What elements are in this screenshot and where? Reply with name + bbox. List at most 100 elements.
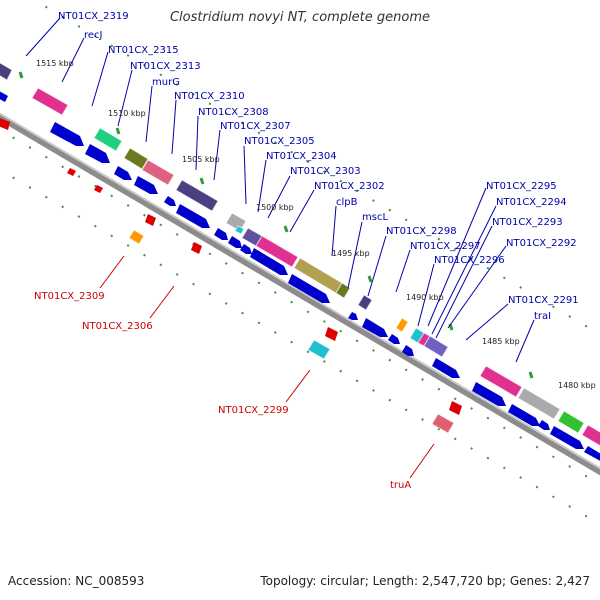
gene-block-23[interactable] xyxy=(307,339,331,360)
scale-tick xyxy=(283,225,289,233)
cds-arrow[interactable] xyxy=(288,274,330,303)
rna-marker[interactable] xyxy=(191,242,202,254)
accession-label: Accession: xyxy=(8,574,72,588)
gene-block-21[interactable] xyxy=(581,424,600,448)
cds-arrow[interactable] xyxy=(362,318,388,337)
cds-arrow[interactable] xyxy=(0,86,8,102)
cds-arrow[interactable] xyxy=(85,144,110,163)
label-pointer xyxy=(25,17,61,57)
gene-label[interactable]: NT01CX_2302 xyxy=(314,181,385,192)
gene-block-5[interactable] xyxy=(141,159,175,186)
gene-block-8[interactable] xyxy=(234,225,245,235)
gene-label[interactable]: NT01CX_2306 xyxy=(82,321,153,332)
gene-label[interactable]: clpB xyxy=(336,197,358,208)
gene-label[interactable]: NT01CX_2303 xyxy=(290,166,361,177)
gene-block-20[interactable] xyxy=(557,410,585,434)
cds-arrow[interactable] xyxy=(134,176,158,194)
label-pointer xyxy=(417,263,435,327)
gene-block-14[interactable] xyxy=(395,317,409,333)
gene-block-1[interactable] xyxy=(0,60,13,81)
cds-arrow[interactable] xyxy=(508,404,540,426)
label-pointer xyxy=(331,205,337,257)
cds-arrow[interactable] xyxy=(388,334,400,344)
gene-label[interactable]: recJ xyxy=(84,30,103,41)
gene-label[interactable]: NT01CX_2307 xyxy=(220,121,291,132)
cds-arrow[interactable] xyxy=(50,122,84,146)
scale-tick xyxy=(115,127,121,135)
label-pointer xyxy=(289,189,315,233)
cds-arrow[interactable] xyxy=(214,228,228,240)
genome-backbone xyxy=(0,112,600,476)
scale-tick xyxy=(18,71,24,79)
label-pointer xyxy=(257,159,267,213)
top-gene-labels: NT01CX_2319 recJ NT01CX_2315 NT01CX_2313… xyxy=(58,11,579,322)
rna-marker[interactable] xyxy=(94,185,103,193)
length-value: 2,547,720 bp xyxy=(421,574,502,588)
gene-label[interactable]: NT01CX_2293 xyxy=(492,217,563,228)
gene-label[interactable]: NT01CX_2294 xyxy=(496,197,567,208)
cds-arrow[interactable] xyxy=(472,382,506,406)
gene-block-3[interactable] xyxy=(93,127,123,152)
gene-block-17[interactable] xyxy=(423,335,449,358)
cds-arrow[interactable] xyxy=(402,345,414,356)
rna-marker[interactable] xyxy=(0,118,10,130)
label-pointer xyxy=(447,245,507,329)
gene-label[interactable]: NT01CX_2296 xyxy=(434,255,505,266)
gene-label[interactable]: NT01CX_2310 xyxy=(174,91,245,102)
gene-label[interactable]: mscL xyxy=(362,212,388,223)
gene-block-22[interactable] xyxy=(128,229,145,245)
label-pointer xyxy=(61,37,85,83)
label-pointer xyxy=(195,115,199,171)
gene-label[interactable]: NT01CX_2313 xyxy=(130,61,201,72)
cds-arrow[interactable] xyxy=(114,166,132,180)
cds-arrow[interactable] xyxy=(538,420,550,430)
bottom-gene-labels: NT01CX_2309 NT01CX_2306 NT01CX_2299 truA xyxy=(34,291,411,491)
scale-label: 1485 kbp xyxy=(482,337,520,346)
gene-block-24[interactable] xyxy=(431,413,455,434)
gene-label[interactable]: NT01CX_2309 xyxy=(34,291,105,302)
gene-label[interactable]: traI xyxy=(534,311,551,322)
rna-marker[interactable] xyxy=(145,214,156,226)
scale-label: 1490 kbp xyxy=(406,293,444,302)
scale-labels: 1515 kbp 1510 kbp 1505 kbp 1500 kbp 1495… xyxy=(36,59,596,390)
label-pointer xyxy=(213,129,221,181)
gene-label[interactable]: NT01CX_2315 xyxy=(108,45,179,56)
cds-arrow[interactable] xyxy=(228,236,242,248)
label-pointer xyxy=(117,69,133,127)
gene-block-10[interactable] xyxy=(255,235,299,268)
gene-block-6[interactable] xyxy=(175,179,219,212)
label-pointer xyxy=(99,255,125,289)
gene-label[interactable]: NT01CX_2308 xyxy=(198,107,269,118)
cds-arrow[interactable] xyxy=(250,248,288,275)
gene-block-19[interactable] xyxy=(517,387,561,420)
rna-marker[interactable] xyxy=(325,327,338,341)
gene-label[interactable]: NT01CX_2319 xyxy=(58,11,129,22)
gene-block-4[interactable] xyxy=(123,147,149,170)
scale-label: 1515 kbp xyxy=(36,59,74,68)
cds-arrow[interactable] xyxy=(432,358,460,378)
gene-label[interactable]: NT01CX_2292 xyxy=(506,238,577,249)
gene-label[interactable]: NT01CX_2298 xyxy=(386,226,457,237)
gene-label[interactable]: murG xyxy=(152,77,180,88)
gene-label[interactable]: NT01CX_2291 xyxy=(508,295,579,306)
gene-label[interactable]: NT01CX_2299 xyxy=(218,405,289,416)
cds-arrow[interactable] xyxy=(550,426,584,449)
gene-block-2[interactable] xyxy=(31,87,69,116)
cds-arrow[interactable] xyxy=(584,446,600,463)
label-pointer xyxy=(171,99,177,155)
gene-block-13[interactable] xyxy=(357,294,373,311)
cds-arrow[interactable] xyxy=(176,204,210,228)
cds-arrow[interactable] xyxy=(240,244,252,254)
gene-label[interactable]: NT01CX_2304 xyxy=(266,151,337,162)
gene-block-18[interactable] xyxy=(479,365,523,398)
gene-label[interactable]: truA xyxy=(390,480,411,491)
cds-arrow[interactable] xyxy=(348,312,358,320)
rna-marker[interactable] xyxy=(449,401,462,415)
gene-label[interactable]: NT01CX_2305 xyxy=(244,136,315,147)
cds-arrows xyxy=(0,86,600,463)
gene-block-12[interactable] xyxy=(335,282,351,299)
cds-arrow[interactable] xyxy=(164,196,176,206)
gene-label[interactable]: NT01CX_2297 xyxy=(410,241,481,252)
gene-label[interactable]: NT01CX_2295 xyxy=(486,181,557,192)
rna-marker[interactable] xyxy=(67,168,76,176)
